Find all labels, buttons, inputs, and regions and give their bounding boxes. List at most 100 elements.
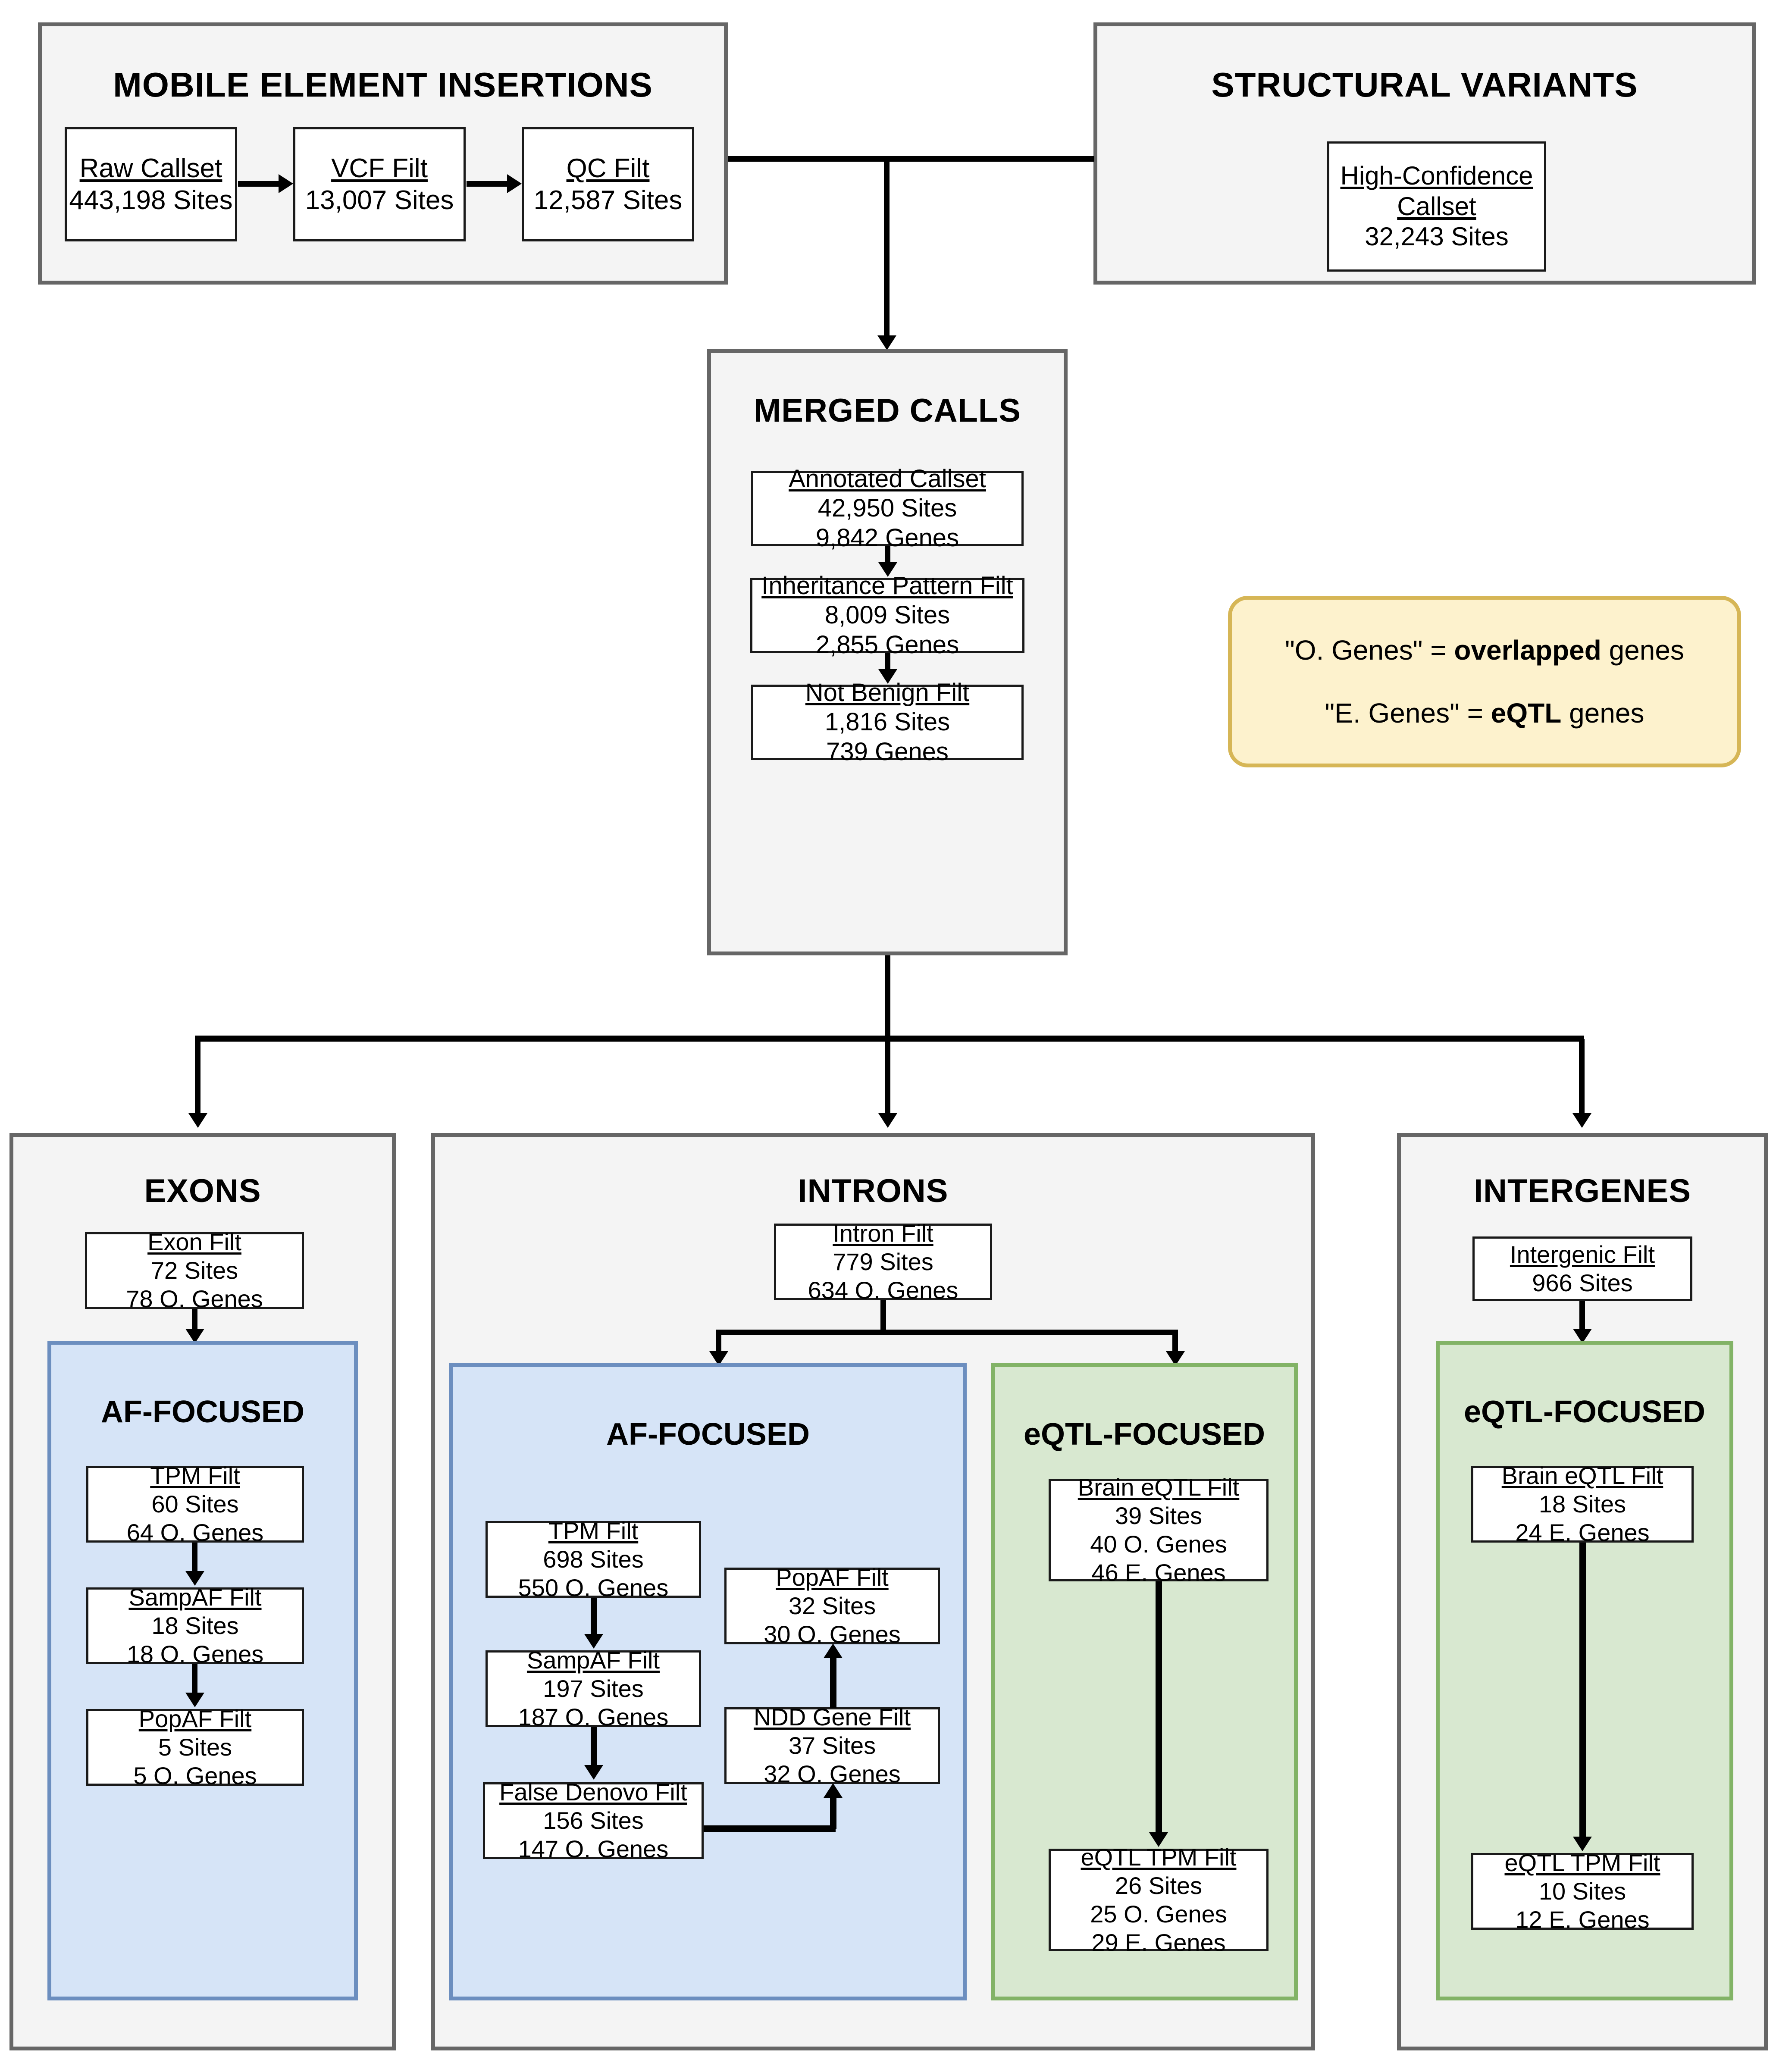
connector-intron-to-eqtl [1172, 1332, 1178, 1355]
arrowhead-introns-sampaf-to-falsedenovo [584, 1765, 603, 1780]
node-header: QC Filt [566, 153, 650, 184]
node-line: 779 Sites [833, 1248, 933, 1275]
node-high-confidence-callset: High-Confidence Callset 32,243 Sites [1327, 141, 1546, 272]
connector-intron-split-bar [716, 1330, 1178, 1335]
legend-e-prefix: "E. Genes" = [1325, 698, 1491, 729]
node-line: 13,007 Sites [305, 185, 454, 215]
node-line: 18 Sites [151, 1612, 239, 1639]
node-header: Intergenic Filt [1510, 1240, 1655, 1268]
node-line: 634 O. Genes [808, 1277, 958, 1304]
node-introns-tpm-filt: TPM Filt 698 Sites 550 O. Genes [486, 1517, 701, 1601]
connector-merged-down [885, 955, 890, 1038]
node-line: 5 O. Genes [133, 1762, 257, 1790]
legend-line-e-genes: "E. Genes" = eQTL genes [1325, 697, 1644, 729]
connector-intergenic-to-eqtl [1579, 1301, 1585, 1332]
node-header: Exon Filt [147, 1228, 241, 1255]
node-line: 966 Sites [1532, 1269, 1633, 1296]
connector-inheritance-to-not-benign [885, 653, 890, 673]
connector-top-merge-bar [728, 156, 1094, 162]
arrowhead-ndd-to-popaf [824, 1643, 843, 1658]
legend-line-o-genes: "O. Genes" = overlapped genes [1285, 634, 1684, 666]
node-header: Brain eQTL Filt [1501, 1462, 1663, 1489]
arrowhead-falsedenovo-to-ndd [824, 1783, 843, 1798]
node-line: 40 O. Genes [1090, 1531, 1227, 1558]
node-header: SampAF Filt [128, 1583, 262, 1611]
node-line: 5 Sites [158, 1733, 232, 1761]
node-line: 1,816 Sites [824, 708, 950, 736]
arrowhead-branch-introns [878, 1113, 897, 1128]
node-exons-tpm-filt: TPM Filt 60 Sites 64 O. Genes [86, 1462, 304, 1546]
node-line: 42,950 Sites [818, 494, 957, 523]
panel-title-exons: EXONS [144, 1173, 261, 1209]
legend-o-prefix: "O. Genes" = [1285, 635, 1454, 666]
arrowhead-inheritance-to-not-benign [878, 669, 897, 684]
node-line: 187 O. Genes [518, 1703, 669, 1731]
connector-top-to-merged [884, 159, 890, 340]
node-line: 24 E. Genes [1515, 1519, 1650, 1546]
connector-raw-to-vcf [238, 181, 279, 187]
arrowhead-branch-intergenes [1572, 1113, 1591, 1128]
connector-intron-down [880, 1300, 886, 1332]
node-header-2: Callset [1397, 191, 1476, 221]
node-header: TPM Filt [548, 1517, 639, 1544]
connector-intergenes-brain-to-eqtl-tpm [1579, 1543, 1586, 1840]
arrowhead-introns-brain-to-eqtl-tpm [1149, 1832, 1168, 1847]
arrowhead-top-to-merged [877, 335, 896, 350]
node-header: SampAF Filt [526, 1646, 660, 1674]
node-header: eQTL TPM Filt [1504, 1849, 1660, 1876]
node-header: PopAF Filt [776, 1563, 889, 1591]
node-line: 32,243 Sites [1365, 222, 1509, 251]
node-line: 25 O. Genes [1090, 1900, 1227, 1928]
node-header: Not Benign Filt [805, 678, 970, 707]
node-line: 12,587 Sites [533, 185, 683, 215]
node-vcf-filt: VCF Filt 13,007 Sites [293, 127, 466, 241]
node-line: 147 O. Genes [518, 1835, 669, 1863]
node-header: Inheritance Pattern Filt [761, 571, 1013, 600]
node-raw-callset: Raw Callset 443,198 Sites [65, 127, 237, 241]
subpanel-title-eqtl-focused: eQTL-FOCUSED [1023, 1417, 1265, 1452]
connector-intron-to-af [716, 1332, 721, 1355]
node-annotated-callset: Annotated Callset 42,950 Sites 9,842 Gen… [751, 465, 1024, 552]
panel-title-mobile-element-insertions: MOBILE ELEMENT INSERTIONS [113, 66, 653, 104]
connector-exon-to-af [192, 1309, 197, 1331]
node-introns-sampaf-filt: SampAF Filt 197 Sites 187 O. Genes [486, 1646, 701, 1731]
connector-vcf-to-qc [467, 181, 508, 187]
node-line: 32 Sites [788, 1592, 876, 1619]
node-line: 72 Sites [150, 1256, 238, 1284]
node-intergenes-eqtl-tpm-filt: eQTL TPM Filt 10 Sites 12 E. Genes [1471, 1849, 1694, 1933]
node-line: 26 Sites [1115, 1872, 1203, 1899]
legend-box: "O. Genes" = overlapped genes "E. Genes"… [1228, 596, 1741, 767]
connector-introns-tpm-to-sampaf [591, 1598, 597, 1637]
connector-annotated-to-inheritance [885, 546, 890, 566]
node-header: Raw Callset [79, 153, 222, 184]
connector-introns-sampaf-to-falsedenovo [591, 1727, 597, 1768]
node-header: Intron Filt [833, 1219, 933, 1247]
node-exons-sampaf-filt: SampAF Filt 18 Sites 18 O. Genes [86, 1584, 304, 1668]
node-header: Brain eQTL Filt [1078, 1473, 1240, 1501]
node-line: 8,009 Sites [824, 601, 950, 629]
arrowhead-annotated-to-inheritance [878, 562, 897, 577]
subpanel-exons-af-focused: AF-FOCUSED [47, 1341, 358, 2000]
node-line: 443,198 Sites [69, 185, 233, 215]
node-header: VCF Filt [331, 153, 428, 184]
node-line: 698 Sites [543, 1545, 644, 1573]
connector-branch-bar [195, 1036, 1584, 1042]
node-intron-filt: Intron Filt 779 Sites 634 O. Genes [774, 1220, 992, 1304]
node-line: 30 O. Genes [764, 1621, 901, 1648]
node-header: eQTL TPM Filt [1081, 1843, 1237, 1871]
node-header: High-Confidence [1340, 161, 1533, 190]
panel-title-intergenes: INTERGENES [1473, 1173, 1691, 1209]
connector-ndd-to-popaf [830, 1656, 836, 1708]
node-intergenes-brain-eqtl-filt: Brain eQTL Filt 18 Sites 24 E. Genes [1471, 1462, 1694, 1546]
legend-o-bold: overlapped [1454, 635, 1601, 666]
node-exons-popaf-filt: PopAF Filt 5 Sites 5 O. Genes [86, 1705, 304, 1789]
node-exon-filt: Exon Filt 72 Sites 78 O. Genes [85, 1228, 304, 1312]
node-line: 39 Sites [1115, 1502, 1203, 1529]
legend-e-suffix: genes [1561, 698, 1644, 729]
connector-falsedenovo-to-ndd [704, 1825, 836, 1832]
connector-falsedenovo-to-ndd-up [830, 1795, 836, 1829]
node-introns-popaf-filt: PopAF Filt 32 Sites 30 O. Genes [724, 1564, 940, 1648]
connector-exons-tpm-to-sampaf [192, 1543, 197, 1574]
connector-exons-sampaf-to-popaf [192, 1664, 197, 1695]
